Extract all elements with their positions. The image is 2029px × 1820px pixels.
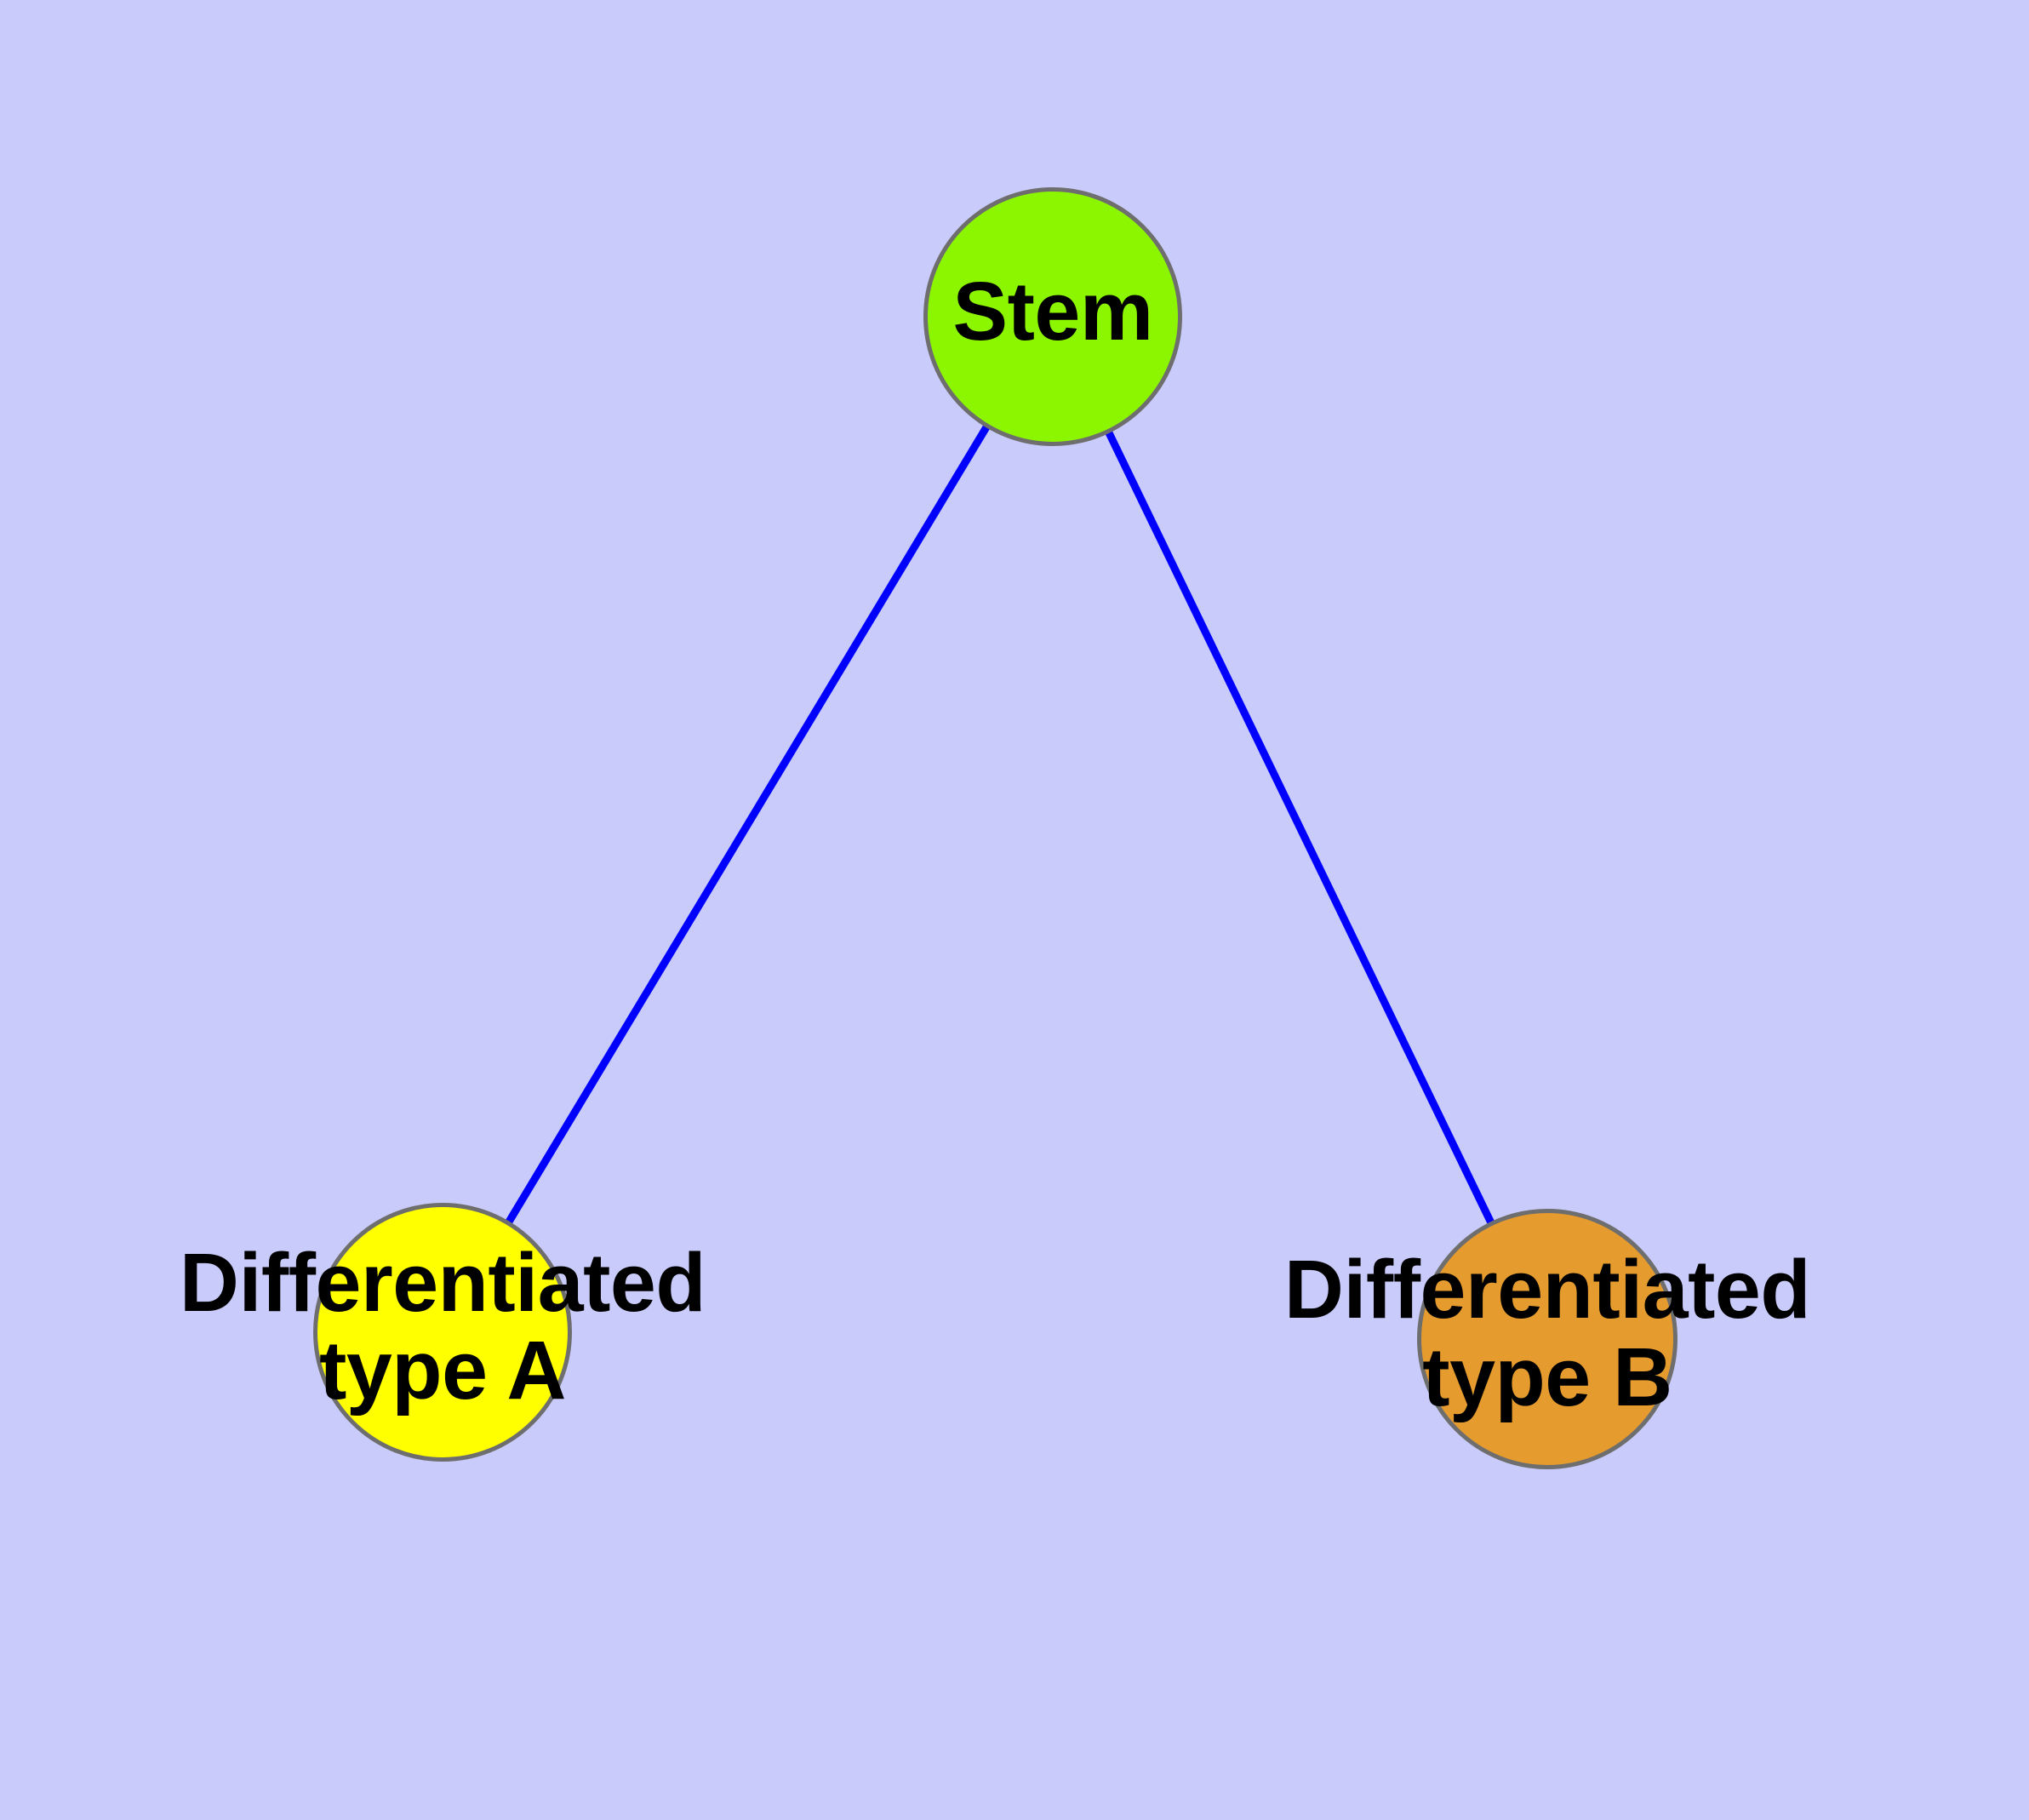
edge-stem-to-diff-b: [1049, 315, 1552, 1341]
edge-stem-to-diff-a: [439, 314, 1056, 1335]
node-differentiated-type-a-circle[interactable]: [313, 1203, 572, 1462]
node-differentiated-type-b-circle[interactable]: [1417, 1209, 1677, 1469]
node-stem-circle[interactable]: [923, 187, 1182, 446]
